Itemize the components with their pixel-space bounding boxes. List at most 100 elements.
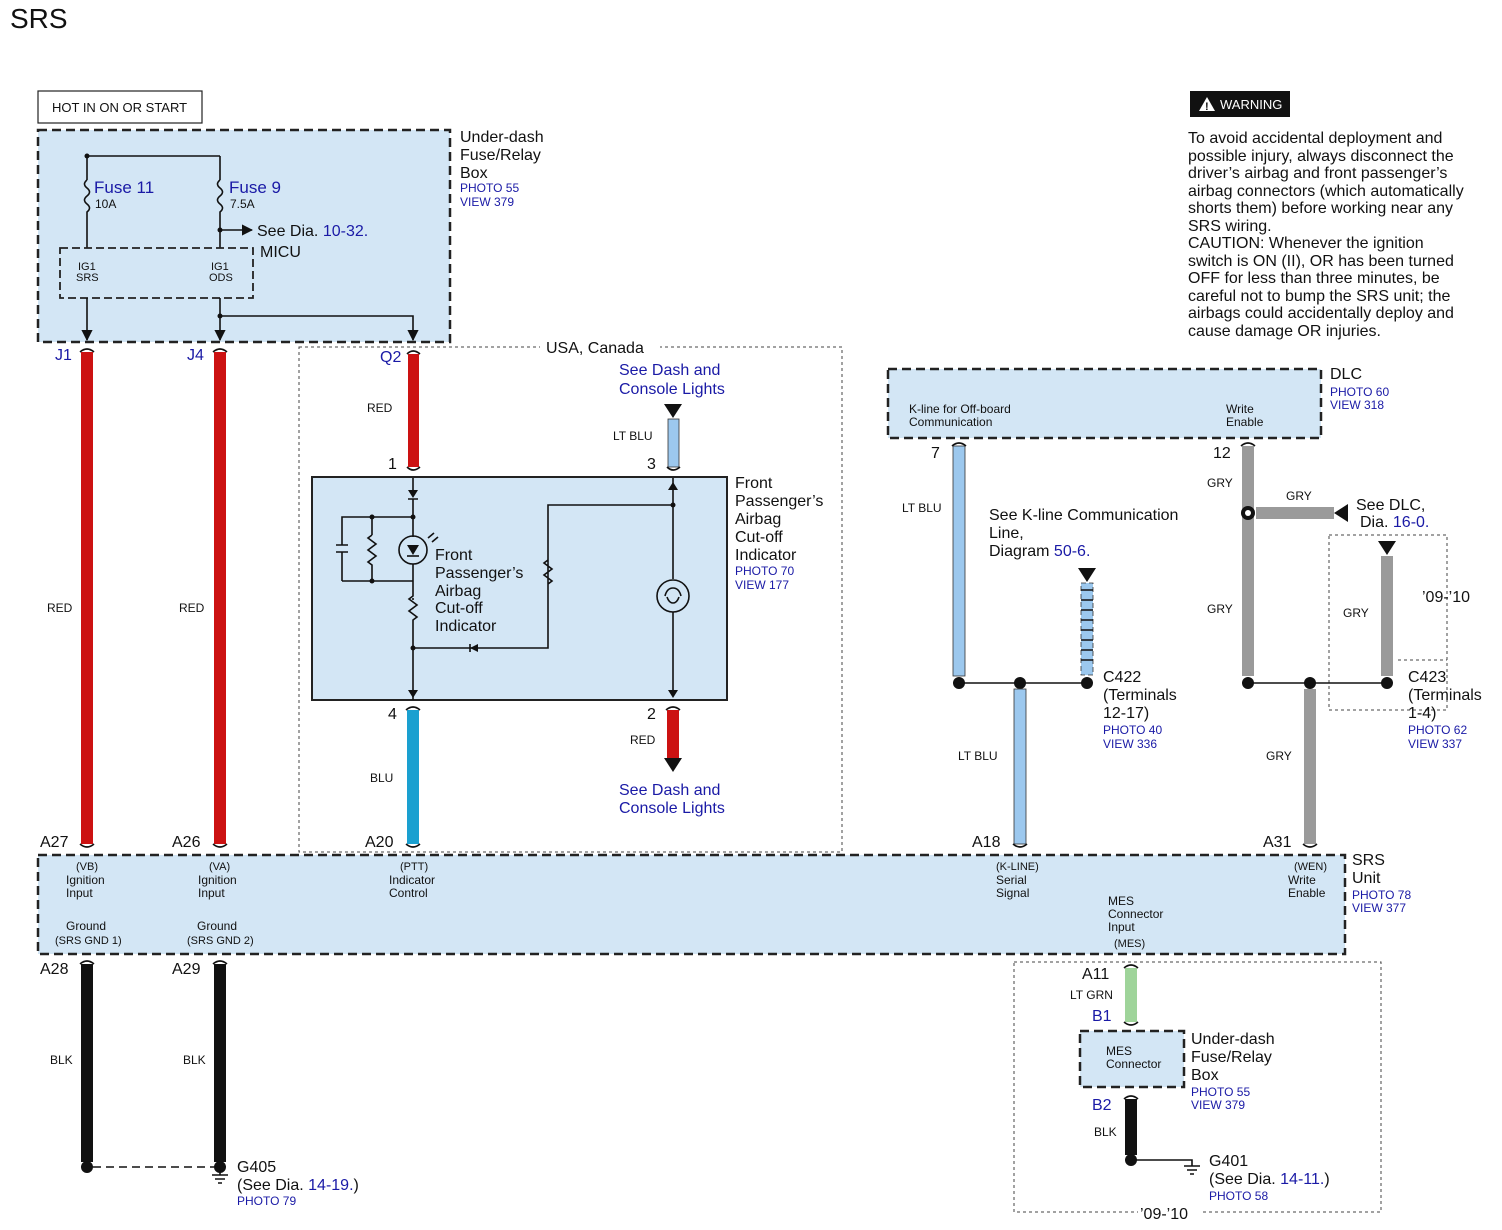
fuse9-rating: 7.5A xyxy=(230,197,255,211)
dlc-name: DLC xyxy=(1330,366,1362,383)
fuse9-name: Fuse 9 xyxy=(229,178,281,197)
connector-j4: J4 xyxy=(187,347,204,364)
pin-a20: A20 xyxy=(365,834,394,851)
svg-text:(VA): (VA) xyxy=(209,861,230,873)
wire-color-red-2: RED xyxy=(179,601,205,615)
svg-text:Diagram 50-6.: Diagram 50-6. xyxy=(989,543,1090,560)
svg-text:Unit: Unit xyxy=(1352,870,1381,887)
wire-color-gry-3: GRY xyxy=(1286,489,1312,503)
svg-text:VIEW 177: VIEW 177 xyxy=(735,578,789,592)
wire-lt-blu-dlc7 xyxy=(952,445,966,677)
warning-line: shorts them) before working near any xyxy=(1188,200,1454,217)
ground-symbol-g405 xyxy=(212,1167,228,1184)
wire-color-lt-blu-3: LT BLU xyxy=(958,749,998,763)
svg-text:!: ! xyxy=(1205,101,1209,113)
svg-text:PHOTO 62: PHOTO 62 xyxy=(1408,723,1467,737)
wire-color-gry-1: GRY xyxy=(1207,476,1233,490)
svg-text:Cut-off: Cut-off xyxy=(435,600,483,617)
svg-text:Control: Control xyxy=(389,886,428,900)
svg-text:Box: Box xyxy=(460,165,488,182)
caution-line: careful not to bump the SRS unit; the xyxy=(1188,287,1451,305)
svg-text:VIEW 379: VIEW 379 xyxy=(460,195,514,209)
svg-text:Airbag: Airbag xyxy=(735,511,781,528)
srs-pin-wen: (WEN) Write Enable xyxy=(1288,861,1327,900)
wire-red-pin2 xyxy=(667,710,679,758)
pin-4: 4 xyxy=(388,706,397,723)
svg-text:VIEW 377: VIEW 377 xyxy=(1352,901,1406,915)
pin-a28: A28 xyxy=(40,961,69,978)
warning-icon xyxy=(1199,97,1215,111)
srs-pin-mes: MES Connector Input (MES) xyxy=(1108,894,1163,950)
g401-label: G401 (See Dia. 14-11.) PHOTO 58 xyxy=(1209,1153,1330,1203)
caution-line: OFF for less than three minutes, be xyxy=(1188,270,1440,287)
wire-color-blk-3: BLK xyxy=(1094,1125,1117,1139)
svg-text:PHOTO 55: PHOTO 55 xyxy=(460,181,519,195)
wire-color-lt-blu-2: LT BLU xyxy=(902,501,942,515)
fuse11-symbol xyxy=(83,179,91,248)
wire-lt-grn-a11 xyxy=(1125,968,1137,1022)
svg-text:(See Dia. 14-19.): (See Dia. 14-19.) xyxy=(237,1177,359,1194)
svg-text:Passenger’s: Passenger’s xyxy=(735,493,823,510)
svg-text:C423: C423 xyxy=(1408,669,1446,686)
svg-text:Ground: Ground xyxy=(66,919,106,933)
svg-text:(Terminals: (Terminals xyxy=(1103,687,1177,704)
wire-blk-a28 xyxy=(81,964,93,1162)
svg-text:Connector: Connector xyxy=(1106,1057,1161,1071)
see-dia-10-32: See Dia. 10-32. xyxy=(257,223,368,240)
connector-b1: B1 xyxy=(1092,1008,1112,1025)
svg-text:VIEW 337: VIEW 337 xyxy=(1408,737,1462,751)
svg-text:Connector: Connector xyxy=(1108,907,1163,921)
wire-color-red-4: RED xyxy=(630,733,656,747)
wire-color-lt-blu-1: LT BLU xyxy=(613,429,653,443)
svg-text:PHOTO 55: PHOTO 55 xyxy=(1191,1085,1250,1099)
pin-a18: A18 xyxy=(972,834,1001,851)
svg-text:Front: Front xyxy=(435,547,473,564)
svg-text:Ignition: Ignition xyxy=(66,873,105,887)
svg-text:Cut-off: Cut-off xyxy=(735,529,783,546)
see-dlc-label: See DLC, Dia. 16-0. xyxy=(1356,497,1429,531)
wire-color-blk-2: BLK xyxy=(183,1053,206,1067)
wire-gry-dlc12 xyxy=(1242,446,1254,676)
wire-color-gry-5: GRY xyxy=(1266,749,1292,763)
svg-text:VIEW 318: VIEW 318 xyxy=(1330,398,1384,412)
svg-text:Write: Write xyxy=(1288,873,1316,887)
wire-color-lt-grn: LT GRN xyxy=(1070,988,1113,1002)
svg-text:Airbag: Airbag xyxy=(435,583,481,600)
svg-text:Serial: Serial xyxy=(996,873,1027,887)
svg-text:PHOTO 79: PHOTO 79 xyxy=(237,1194,296,1208)
caution-line: airbags could accidentally deploy and xyxy=(1188,305,1454,322)
svg-text:(SRS GND 2): (SRS GND 2) xyxy=(187,935,254,947)
svg-text:C422: C422 xyxy=(1103,669,1141,686)
connector-b2: B2 xyxy=(1092,1097,1112,1114)
region-usa-canada: USA, Canada xyxy=(546,340,644,357)
wire-gry-see-dlc xyxy=(1256,507,1334,519)
svg-text:(See Dia. 14-11.): (See Dia. 14-11.) xyxy=(1209,1171,1330,1188)
svg-text:Fuse/Relay: Fuse/Relay xyxy=(1191,1049,1272,1066)
dlc-kline-label: K-line for Off-board xyxy=(909,402,1011,416)
wire-gry-c423 xyxy=(1381,556,1393,676)
see-dash-top: See Dash and xyxy=(619,362,720,379)
svg-text:Input: Input xyxy=(66,886,93,900)
svg-text:PHOTO 58: PHOTO 58 xyxy=(1209,1189,1268,1203)
svg-text:Input: Input xyxy=(198,886,225,900)
c423-label: C423 (Terminals 1-4) PHOTO 62 VIEW 337 xyxy=(1408,669,1482,751)
pin-a11: A11 xyxy=(1082,966,1109,983)
srs-pin-ptt: (PTT) Indicator Control xyxy=(389,861,435,900)
fuse9-symbol xyxy=(216,179,224,248)
wire-color-gry-2: GRY xyxy=(1207,602,1233,616)
srs-pin-va: (VA) Ignition Input xyxy=(198,861,237,900)
pin-3: 3 xyxy=(647,456,656,473)
svg-text:(SRS GND 1): (SRS GND 1) xyxy=(55,935,122,947)
wire-lt-blu-pin3 xyxy=(667,418,680,468)
svg-text:Ground: Ground xyxy=(197,919,237,933)
model-year-label-2: ’09-’10 xyxy=(1140,1206,1188,1223)
svg-text:VIEW 336: VIEW 336 xyxy=(1103,737,1157,751)
svg-text:Under-dash: Under-dash xyxy=(1191,1031,1275,1048)
see-dash-bottom: See Dash and xyxy=(619,782,720,799)
indicator-inner-label: Front Passenger’s Airbag Cut-off Indicat… xyxy=(435,547,523,635)
svg-text:IG1: IG1 xyxy=(78,261,96,273)
warning-badge-label: WARNING xyxy=(1220,97,1282,112)
svg-text:MES: MES xyxy=(1106,1044,1132,1058)
micu-label: MICU xyxy=(260,244,301,261)
warning-line: SRS wiring. xyxy=(1188,217,1272,235)
